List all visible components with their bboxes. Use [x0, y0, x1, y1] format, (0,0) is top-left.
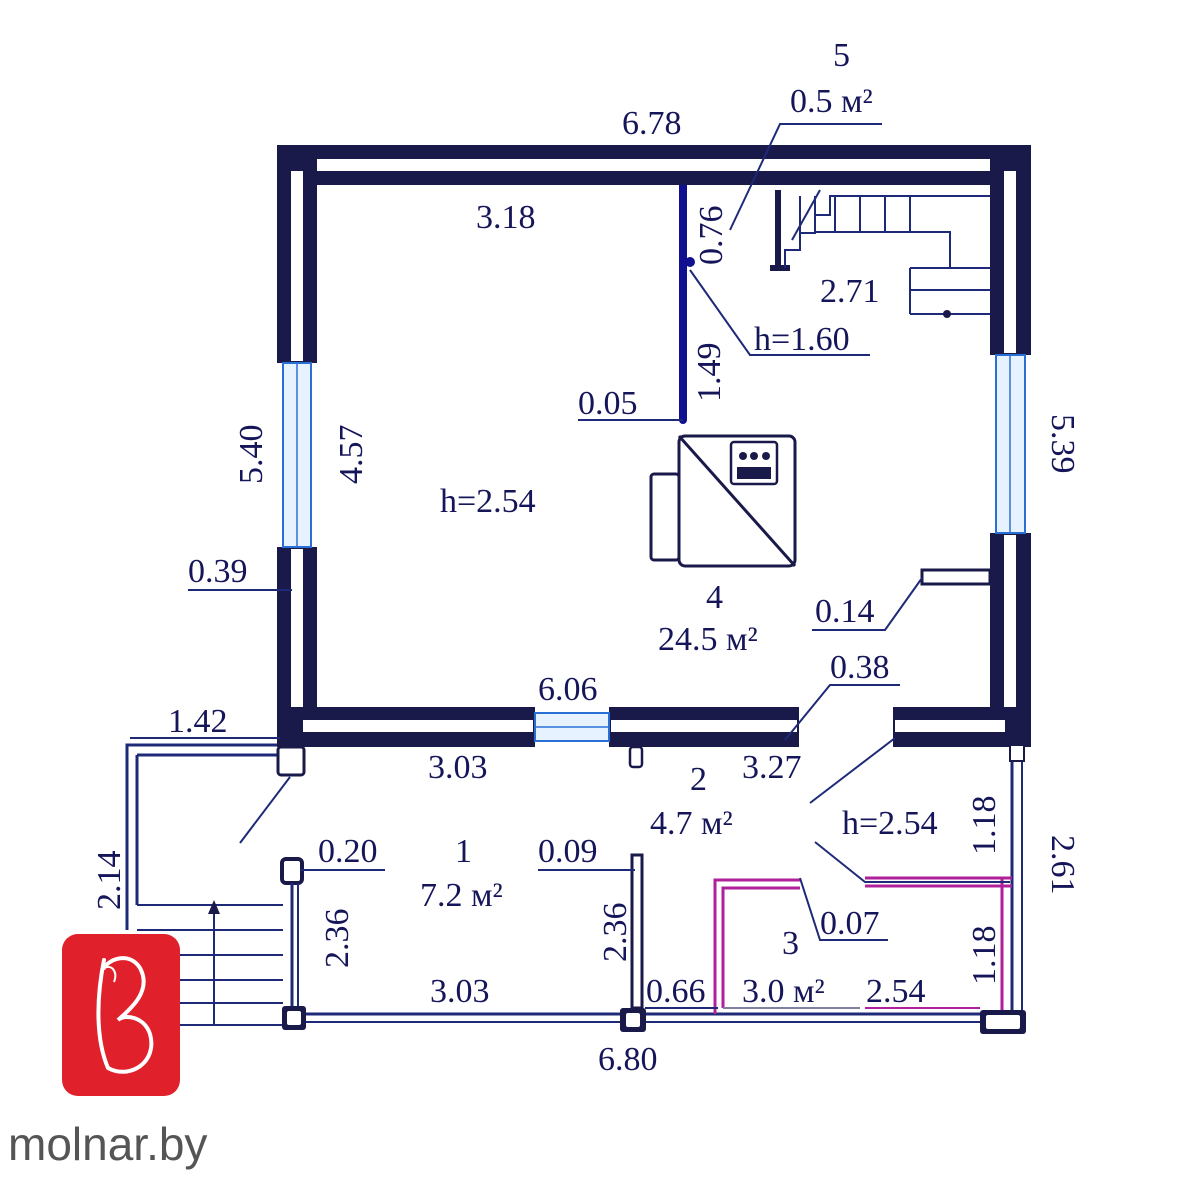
room4-area: 24.5 м²: [658, 621, 758, 658]
dim-0-66: 0.66: [646, 973, 706, 1010]
dim-1-49: 1.49: [691, 343, 728, 403]
room1-area: 7.2 м²: [420, 877, 503, 914]
dim-0-38: 0.38: [830, 649, 890, 686]
dim-2-61: 2.61: [1044, 835, 1081, 895]
room4-height: h=2.54: [440, 483, 536, 520]
room3-area: 3.0 м²: [742, 973, 825, 1010]
left-height: 5.40: [233, 425, 270, 485]
dim-3-03-top: 3.03: [428, 749, 488, 786]
dim-0-07: 0.07: [820, 905, 880, 942]
dim-6-06: 6.06: [538, 671, 598, 708]
dim-0-09: 0.09: [538, 833, 598, 870]
dim-2-14: 2.14: [91, 851, 128, 911]
dim-1-42: 1.42: [168, 703, 228, 740]
dim-2-36-left: 2.36: [319, 909, 356, 969]
room4-number: 4: [706, 579, 723, 616]
dim-3-27: 3.27: [742, 749, 802, 786]
room5-area: 0.5 м²: [790, 83, 873, 120]
right-height: 5.39: [1044, 414, 1081, 474]
dim-1-18-top: 1.18: [966, 796, 1003, 856]
veranda: [125, 743, 1026, 1034]
site-watermark: molnar.by: [8, 1118, 207, 1170]
room3-number: 3: [782, 925, 799, 962]
dim-0-05: 0.05: [578, 385, 638, 422]
dim-3-03-bottom: 3.03: [430, 973, 490, 1010]
room2-number: 2: [690, 761, 707, 798]
dim-2-36-right: 2.36: [597, 903, 634, 963]
labels: 5 0.5 м² 6.78 3.18 0.76 2.71 h=1.60 1.49…: [91, 37, 1081, 1078]
molnar-logo: [62, 934, 180, 1096]
interior-stub: [920, 568, 992, 586]
room2-area: 4.7 м²: [650, 805, 733, 842]
dim-0-14: 0.14: [815, 593, 875, 630]
windows: [282, 354, 1026, 742]
dim-0-76: 0.76: [693, 206, 730, 266]
stove-unit: [649, 434, 797, 568]
dim-3-18: 3.18: [476, 199, 536, 236]
room2-height: h=2.54: [842, 805, 938, 842]
leader-lines: [130, 123, 1010, 1009]
room1-number: 1: [455, 833, 472, 870]
main-house-walls: [277, 145, 1031, 747]
dim-2-71: 2.71: [820, 273, 880, 310]
staircase: [770, 189, 990, 318]
dim-2-54: 2.54: [866, 973, 926, 1010]
room5-number: 5: [833, 37, 850, 74]
dim-4-57: 4.57: [333, 425, 370, 485]
outer-width-bottom: 6.80: [598, 1041, 658, 1078]
dim-1-18-bottom: 1.18: [966, 926, 1003, 986]
stair-height: h=1.60: [754, 321, 850, 358]
dim-0-20: 0.20: [318, 833, 378, 870]
outer-width-top: 6.78: [622, 105, 682, 142]
dim-0-39: 0.39: [188, 553, 248, 590]
